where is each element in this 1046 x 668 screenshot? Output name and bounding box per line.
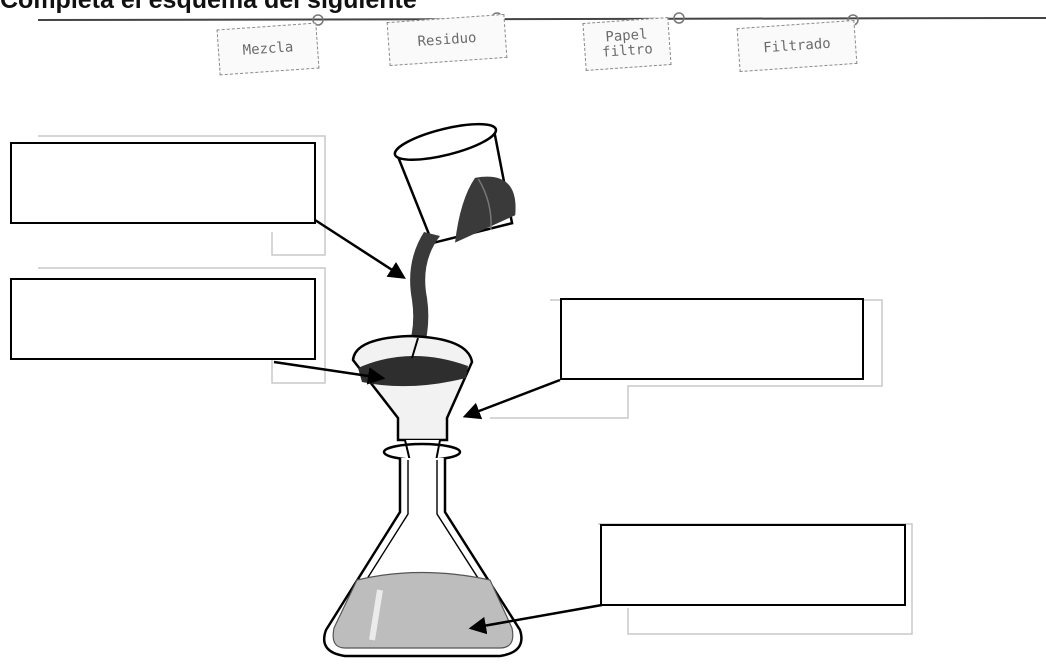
word-tag-label: Mezcla: [242, 38, 294, 59]
word-tag-label: Papel filtro: [601, 26, 654, 61]
arrow-to-filter-paper: [462, 378, 561, 420]
answer-box-residue[interactable]: [10, 278, 316, 360]
word-tag-mezcla[interactable]: Mezcla: [216, 22, 320, 76]
word-tag-filtrado[interactable]: Filtrado: [736, 19, 858, 73]
arrow-to-filtrate: [468, 603, 603, 635]
word-tag-label: Filtrado: [762, 35, 832, 56]
funnel-body: [351, 334, 474, 442]
arrow-to-residue: [273, 360, 386, 385]
answer-box-filter-paper[interactable]: [560, 298, 864, 380]
residue-mass: [358, 355, 468, 387]
filtrate-liquid: [332, 571, 514, 649]
word-tag-label: Residuo: [416, 29, 477, 50]
tag-pin: [312, 14, 324, 26]
tag-pin: [673, 12, 685, 24]
word-tag-papel-filtro[interactable]: Papel filtro: [582, 17, 672, 71]
answer-box-mixture[interactable]: [10, 142, 316, 224]
worksheet-title: Completa el esquema del siguiente: [0, 0, 417, 14]
filter-paper-fold: [411, 337, 419, 359]
title-clipped: Completa el esquema del siguiente: [0, 0, 1046, 14]
pouring-stream: [407, 232, 440, 352]
word-bank-rail: [37, 17, 1046, 21]
pouring-beaker: [393, 122, 516, 245]
answer-box-filtrate[interactable]: [600, 524, 906, 606]
word-tag-residuo[interactable]: Residuo: [386, 13, 508, 67]
arrow-to-mixture: [314, 218, 406, 279]
